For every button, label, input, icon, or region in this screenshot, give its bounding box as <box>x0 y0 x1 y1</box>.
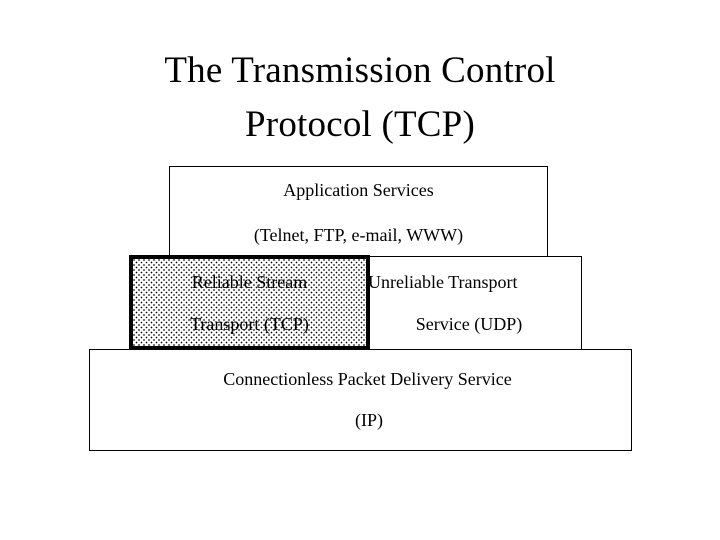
label-tcp-line-1: Reliable Stream <box>191 272 308 292</box>
label-udp-line-2: Service (UDP) <box>415 314 523 334</box>
label-udp-line-1: Unreliable Transport <box>368 272 518 292</box>
label-application-services: Application Services <box>283 180 434 200</box>
label-application-examples: (Telnet, FTP, e-mail, WWW) <box>253 225 464 245</box>
layer-box-ip <box>89 349 632 451</box>
label-ip-line-2: (IP) <box>355 410 383 430</box>
label-tcp-line-2: Transport (TCP) <box>190 314 309 334</box>
page-title-line-1: The Transmission Control <box>164 50 556 91</box>
label-ip-line-1: Connectionless Packet Delivery Service <box>223 369 512 389</box>
layer-box-application <box>169 166 548 258</box>
layer-box-tcp-highlighted <box>129 255 370 350</box>
page-title-line-2: Protocol (TCP) <box>245 104 475 145</box>
page-title: The Transmission Control Protocol (TCP) <box>0 44 720 152</box>
